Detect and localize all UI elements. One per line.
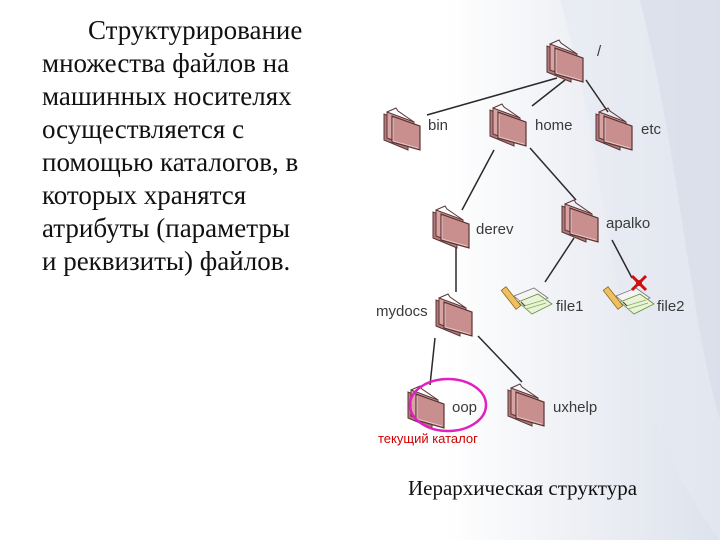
folder-icon xyxy=(489,103,527,147)
file-edit-icon xyxy=(500,286,553,315)
node-derev[interactable]: derev xyxy=(432,205,514,249)
current-dir-highlight xyxy=(408,377,488,433)
node-label: etc xyxy=(641,121,662,138)
description-paragraph: Структурирование множества файлов на маш… xyxy=(42,14,362,278)
node-label: / xyxy=(597,43,602,60)
node-home[interactable]: home xyxy=(489,103,573,147)
paragraph-line-8: и реквизиты) файлов. xyxy=(42,246,291,276)
paragraph-line-3: машинных носителях xyxy=(42,81,292,111)
folder-icon xyxy=(546,39,584,83)
node-uxhelp[interactable]: uxhelp xyxy=(507,383,597,427)
folder-icon xyxy=(435,293,473,337)
folder-icon xyxy=(561,199,599,243)
node-label: file2 xyxy=(657,298,685,315)
paragraph-line-6: которых хранятся xyxy=(42,180,247,210)
node-oop[interactable]: oop xyxy=(407,385,477,429)
paragraph-line-2: множества файлов на xyxy=(42,48,290,78)
file-deleted-icon xyxy=(602,286,655,315)
node-file1[interactable]: file1 xyxy=(500,286,584,315)
paragraph-line-1: Структурирование xyxy=(88,15,303,45)
paragraph-line-4: осуществляется с xyxy=(42,114,245,144)
node-label: bin xyxy=(428,117,448,134)
node-mydocs[interactable]: mydocs xyxy=(376,293,473,337)
node-label: file1 xyxy=(556,298,584,315)
paragraph-line-5: помощью каталогов, в xyxy=(42,147,299,177)
node-label: mydocs xyxy=(376,303,428,320)
node-etc[interactable]: etc xyxy=(595,107,662,151)
node-label: apalko xyxy=(606,215,650,232)
node-label: uxhelp xyxy=(553,399,597,416)
node-label: derev xyxy=(476,221,514,238)
folder-icon xyxy=(507,383,545,427)
node-bin[interactable]: bin xyxy=(383,107,448,151)
paragraph-line-7: атрибуты (параметры xyxy=(42,213,291,243)
node-root[interactable]: / xyxy=(546,39,602,83)
diagram-caption: Иерархическая структура xyxy=(408,476,638,500)
current-dir-label: текущий каталог xyxy=(378,431,478,446)
node-apalko[interactable]: apalko xyxy=(561,199,650,243)
node-file2[interactable]: file2 xyxy=(602,274,685,315)
node-label: oop xyxy=(452,399,477,416)
tree-connectors xyxy=(426,77,633,386)
node-label: home xyxy=(535,117,573,134)
folder-icon xyxy=(432,205,470,249)
folder-icon xyxy=(595,107,633,151)
folder-icon xyxy=(383,107,421,151)
